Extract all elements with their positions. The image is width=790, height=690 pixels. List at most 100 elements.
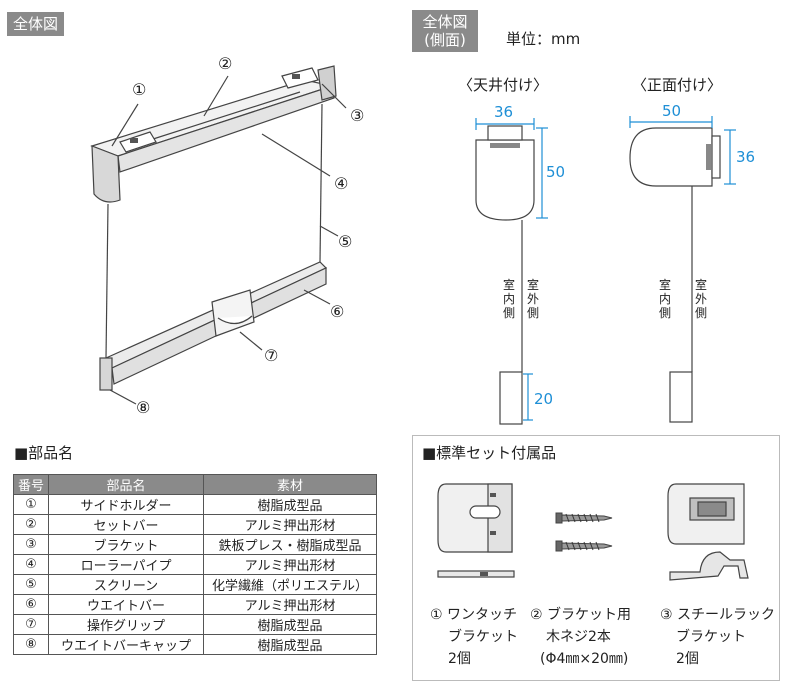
parts-table-header: 番号 部品名 素材 <box>12 474 378 495</box>
char: 室 <box>658 278 671 292</box>
char: 側 <box>502 306 515 320</box>
char: 外 <box>694 292 707 306</box>
cell-number: ⑥ <box>12 594 50 615</box>
cell-part-name: ウエイトバーキャップ <box>48 634 205 655</box>
ceiling-mount-drawing <box>475 118 548 425</box>
screen-left-edge <box>105 203 109 359</box>
dim-front-height: 36 <box>736 148 756 166</box>
cell-material: アルミ押出形材 <box>203 594 378 615</box>
callout-8: ⑧ <box>136 398 151 417</box>
cell-part-name: ブラケット <box>48 534 205 555</box>
dim-ceiling-width: 36 <box>494 103 514 121</box>
ceiling-bracket <box>487 125 523 141</box>
front-mount-title: 〈正面付け〉 <box>632 76 723 94</box>
accessory-line: 木ネジ2本 <box>546 629 611 645</box>
cell-part-name: ウエイトバー <box>48 594 205 615</box>
overall-view-tag: 全体図 <box>7 12 65 36</box>
cell-part-name: セットバー <box>48 514 205 535</box>
char: 側 <box>658 306 671 320</box>
cell-material: 樹脂成型品 <box>203 614 378 635</box>
one-touch-bracket-drawing <box>437 483 515 578</box>
cell-part-name: サイドホルダー <box>48 494 205 515</box>
side-holder-left <box>91 145 121 203</box>
front-mount-drawing <box>629 116 736 423</box>
dim-front-width: 50 <box>662 102 682 120</box>
callout-1: ① <box>132 80 147 99</box>
header-part-name: 部品名 <box>48 474 205 495</box>
accessory-line: ブラケット <box>676 629 746 645</box>
front-indoor-label: 室 内 側 <box>658 278 672 320</box>
ceiling-outdoor-label: 室 外 側 <box>526 278 540 320</box>
weight-bar-cap <box>99 357 113 391</box>
cell-part-name: ローラーパイプ <box>48 554 205 575</box>
char: 側 <box>694 306 707 320</box>
screen-right-edge <box>319 103 323 263</box>
cell-part-name: 操作グリップ <box>48 614 205 635</box>
cell-material: 樹脂成型品 <box>203 634 378 655</box>
header-material: 素材 <box>203 474 378 495</box>
callout-7: ⑦ <box>264 346 279 365</box>
cell-number: ⑧ <box>12 634 50 655</box>
char: 室 <box>526 278 539 292</box>
cell-number: ② <box>12 514 50 535</box>
operation-grip <box>211 289 255 337</box>
cell-number: ⑤ <box>12 574 50 595</box>
cell-number: ① <box>12 494 50 515</box>
side-view-tag-line2: (側面) <box>424 31 466 49</box>
accessory-line: 2個 <box>448 651 471 667</box>
callout-2: ② <box>218 54 233 73</box>
cell-number: ③ <box>12 534 50 555</box>
accessory-one-touch-bracket: ① ワンタッチ ブラケット 2個 <box>430 604 518 670</box>
accessory-line: ② ブラケット用 <box>530 607 632 623</box>
char: 室 <box>502 278 515 292</box>
cell-number: ④ <box>12 554 50 575</box>
header-number: 番号 <box>12 474 50 495</box>
cell-material: アルミ押出形材 <box>203 514 378 535</box>
char: 室 <box>694 278 707 292</box>
wood-screws-drawing <box>555 512 613 552</box>
callout-4: ④ <box>334 174 349 193</box>
cell-material: アルミ押出形材 <box>203 554 378 575</box>
ceiling-grip-piece <box>499 371 523 425</box>
overall-blind-drawing <box>90 65 347 405</box>
accessory-line: ③ スチールラック <box>660 607 776 623</box>
ceiling-mount-title: 〈天井付け〉 <box>458 76 549 94</box>
ceiling-indoor-label: 室 内 側 <box>502 278 516 320</box>
cell-material: 鉄板プレス・樹脂成型品 <box>203 534 378 555</box>
dim-ceiling-grip: 20 <box>534 390 554 408</box>
accessory-line: ① ワンタッチ <box>430 607 518 623</box>
cell-part-name: スクリーン <box>48 574 205 595</box>
unit-label: 単位：mm <box>506 30 581 48</box>
front-outdoor-label: 室 外 側 <box>694 278 708 320</box>
char: 内 <box>502 292 515 306</box>
callout-6: ⑥ <box>330 302 345 321</box>
side-view-tag: 全体図 (側面) <box>412 10 478 52</box>
accessories-heading: ■標準セット付属品 <box>422 444 557 462</box>
char: 側 <box>526 306 539 320</box>
cell-material: 樹脂成型品 <box>203 494 378 515</box>
accessory-wood-screws: ② ブラケット用 木ネジ2本 (Φ4㎜×20㎜) <box>530 604 631 670</box>
accessories-box <box>412 435 780 681</box>
parts-heading: ■部品名 <box>14 444 74 462</box>
side-view-tag-line1: 全体図 <box>422 13 468 31</box>
front-bracket <box>711 135 721 179</box>
char: 内 <box>658 292 671 306</box>
char: 外 <box>526 292 539 306</box>
cell-number: ⑦ <box>12 614 50 635</box>
accessory-steel-rack-bracket: ③ スチールラック ブラケット 2個 <box>660 604 775 670</box>
accessory-line: ブラケット <box>448 629 518 645</box>
front-grip-piece <box>669 371 693 423</box>
cell-material: 化学繊維（ポリエステル） <box>203 574 378 595</box>
callout-3: ③ <box>350 106 365 125</box>
callout-5: ⑤ <box>338 232 353 251</box>
accessory-line: 2個 <box>676 651 699 667</box>
